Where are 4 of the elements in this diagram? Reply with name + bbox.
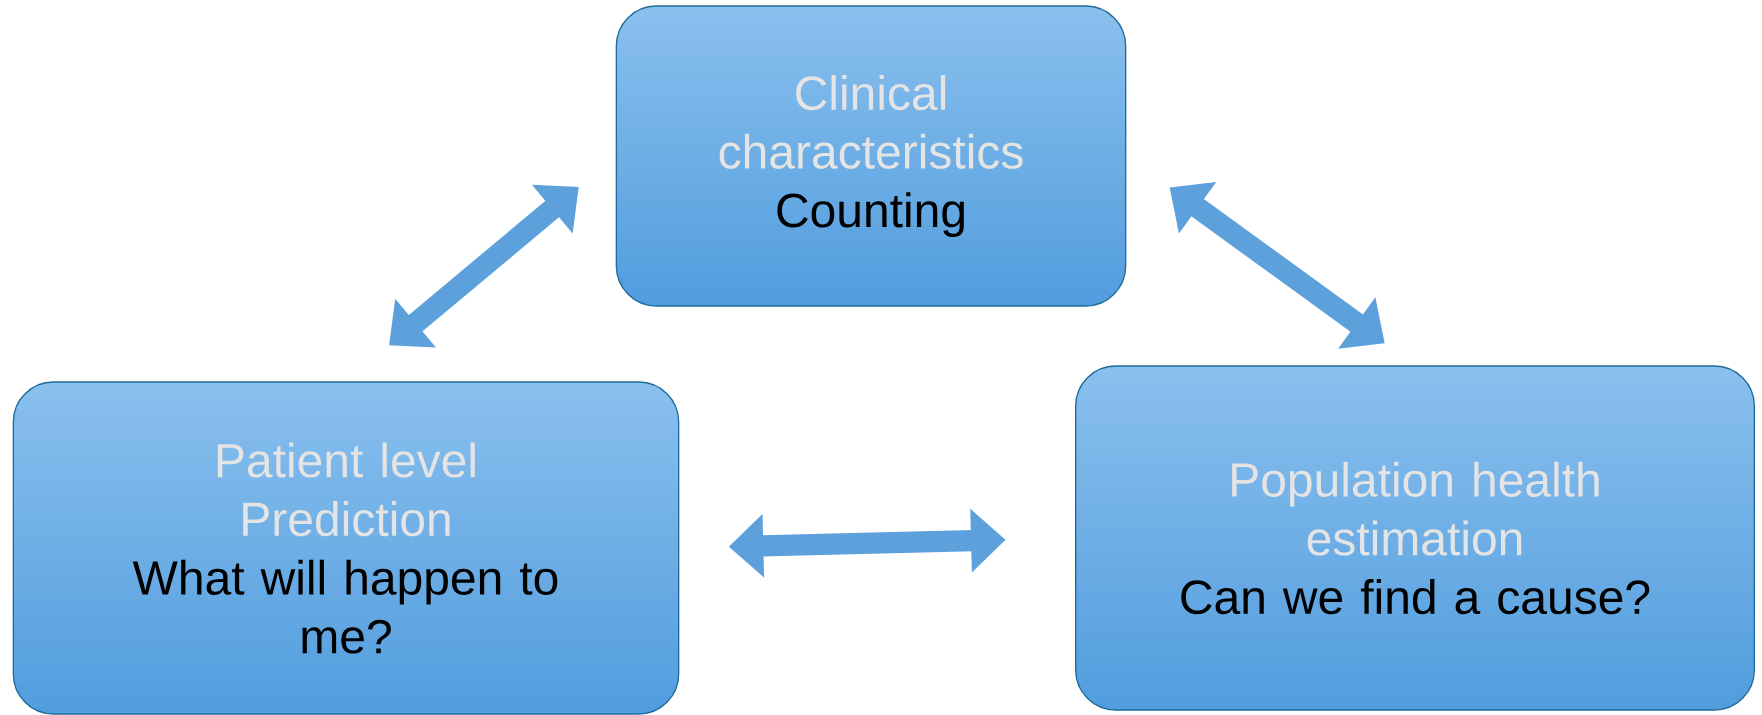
process-box: Patient level Prediction What will happen to me? xyxy=(12,381,680,715)
process-box: Clinical characteristics Counting xyxy=(615,5,1127,307)
process-box: Population health estimation Can we find a cause? xyxy=(1075,365,1755,711)
double-arrow xyxy=(389,184,579,348)
